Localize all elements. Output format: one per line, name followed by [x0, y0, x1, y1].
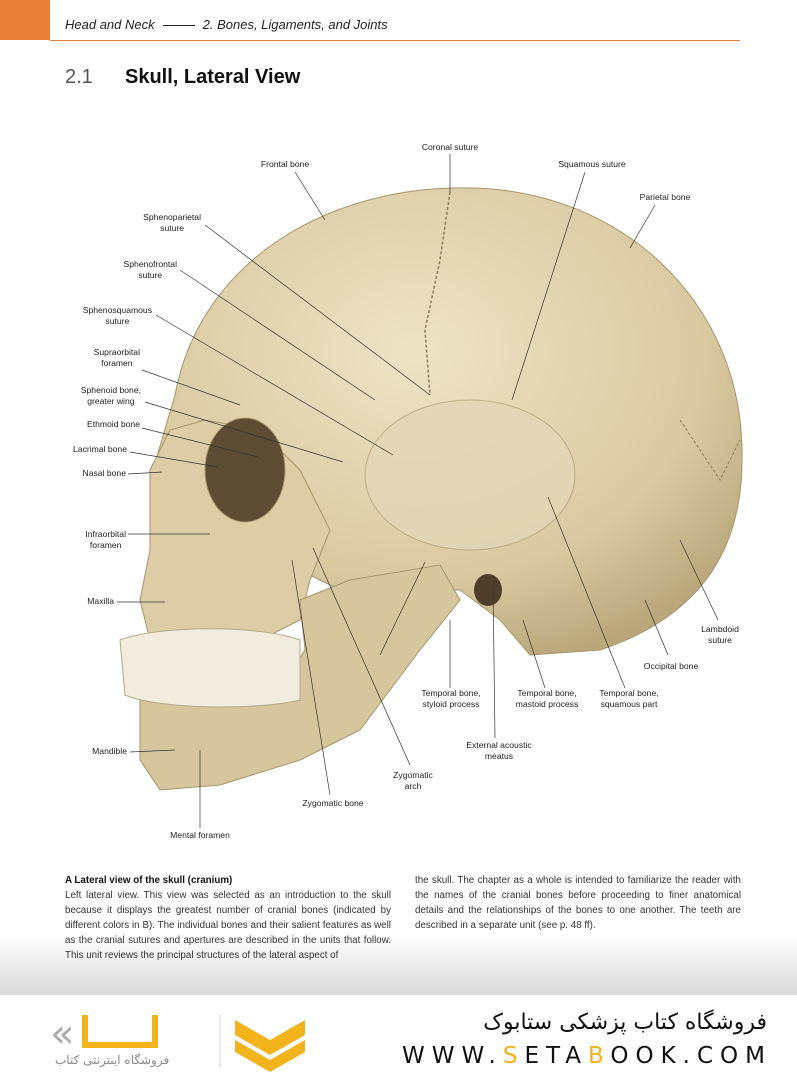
store-name: فروشگاه کتاب پزشکی ستابوک — [483, 1010, 767, 1035]
running-header: Head and Neck 2. Bones, Ligaments, and Jo… — [65, 17, 388, 32]
leader-zygomatic-bone — [291, 559, 331, 796]
leader-supraorbital-foramen — [141, 369, 241, 406]
store-url[interactable]: WWW.SETABOOK.COM — [402, 1043, 772, 1069]
label-sphenoparietal-suture: Sphenoparietal suture — [143, 212, 201, 233]
label-sphenoid-greater-wing: Sphenoid bone, greater wing — [80, 385, 141, 406]
page-fade — [0, 935, 797, 995]
skull-illustration — [117, 154, 743, 828]
label-coronal-suture: Coronal suture — [421, 142, 479, 152]
label-parietal-bone: Parietal bone — [639, 192, 691, 202]
leader-mastoid-process — [522, 619, 546, 689]
logo-mark-icon — [82, 1015, 158, 1048]
skull-drawing — [119, 187, 743, 791]
header-section: Head and Neck — [65, 17, 155, 32]
leader-mandible — [129, 749, 176, 753]
url-part: OOK.COM — [610, 1043, 772, 1069]
label-occipital-bone: Occipital bone — [643, 661, 699, 671]
logo-subtitle: فروشگاه اینترنتی کتاب — [55, 1053, 170, 1067]
leader-squamous-suture — [511, 171, 586, 401]
label-infraorbital-foramen: Infraorbital foramen — [85, 529, 126, 550]
label-supraorbital-foramen: Supraorbital foramen — [93, 347, 140, 368]
label-mastoid-process: Temporal bone, mastoid process — [515, 688, 579, 709]
setabook-logo: « — [50, 1011, 305, 1072]
header-chapter: 2. Bones, Ligaments, and Joints — [202, 17, 388, 32]
label-sphenosquamous-suture: Sphenosquamous suture — [82, 305, 152, 326]
url-part: WWW. — [401, 1043, 503, 1069]
label-frontal-bone: Frontal bone — [260, 159, 310, 169]
label-nasal-bone: Nasal bone — [82, 468, 126, 478]
caption-heading: A Lateral view of the skull (cranium) — [65, 875, 233, 886]
url-part-highlight: S — [502, 1043, 525, 1069]
section-number: 2.1 — [65, 66, 93, 88]
leader-sphenoid-greater-wing — [144, 401, 344, 463]
label-ethmoid-bone: Ethmoid bone — [86, 419, 140, 429]
label-external-acoustic-meatus: External acoustic meatus — [466, 740, 532, 761]
leader-lambdoid-suture — [679, 539, 719, 621]
label-mental-foramen: Mental foramen — [170, 830, 230, 840]
leader-parietal-bone — [629, 204, 656, 249]
label-styloid-process: Temporal bone, styloid process — [421, 688, 481, 709]
leader-occipital-bone — [644, 599, 669, 656]
store-footer: « — [0, 995, 797, 1080]
leader-external-acoustic-meatus — [492, 584, 496, 739]
url-part-highlight: B — [588, 1043, 611, 1069]
url-part: ETA — [524, 1043, 589, 1069]
label-lacrimal-bone: Lacrimal bone — [73, 444, 127, 454]
label-maxilla: Maxilla — [87, 596, 114, 606]
chapter-tab — [0, 0, 50, 40]
leader-lacrimal-bone — [129, 451, 219, 468]
label-zygomatic-bone: Zygomatic bone — [302, 798, 364, 808]
caption-column-2: the skull. The chapter as a whole is int… — [415, 873, 741, 933]
leader-frontal-bone — [294, 171, 326, 221]
header-dash — [162, 25, 195, 27]
logo-chevrons-icon: « — [50, 1011, 74, 1057]
leader-squamous-part — [547, 496, 626, 689]
page-title: Skull, Lateral View — [125, 66, 301, 88]
caption-column-1: A Lateral view of the skull (cranium) Le… — [65, 873, 391, 963]
label-mandible: Mandible — [92, 746, 127, 756]
leader-lines — [117, 154, 719, 828]
caption-text-2: the skull. The chapter as a whole is int… — [415, 875, 741, 931]
logo-chevron-icon — [235, 1020, 305, 1072]
leader-sphenosquamous-suture — [155, 314, 394, 456]
label-lambdoid-suture: Lambdoid suture — [701, 624, 739, 645]
leader-zygomatic-arch — [312, 547, 411, 766]
label-sphenofrontal-suture: Sphenofrontal suture — [123, 259, 177, 280]
header-rule — [50, 40, 740, 41]
label-squamous-part: Temporal bone, squamous part — [599, 688, 659, 709]
label-squamous-suture: Squamous suture — [558, 159, 626, 169]
label-zygomatic-arch: Zygomatic arch — [393, 770, 433, 791]
leader-nasal-bone — [127, 471, 163, 475]
leader-sphenoparietal-suture — [204, 224, 431, 396]
leader-zygomatic-arch-2 — [379, 561, 426, 656]
caption-text-1: Left lateral view. This view was selecte… — [65, 890, 391, 961]
leader-sphenofrontal-suture — [179, 269, 376, 401]
leader-ethmoid-bone — [141, 427, 259, 458]
